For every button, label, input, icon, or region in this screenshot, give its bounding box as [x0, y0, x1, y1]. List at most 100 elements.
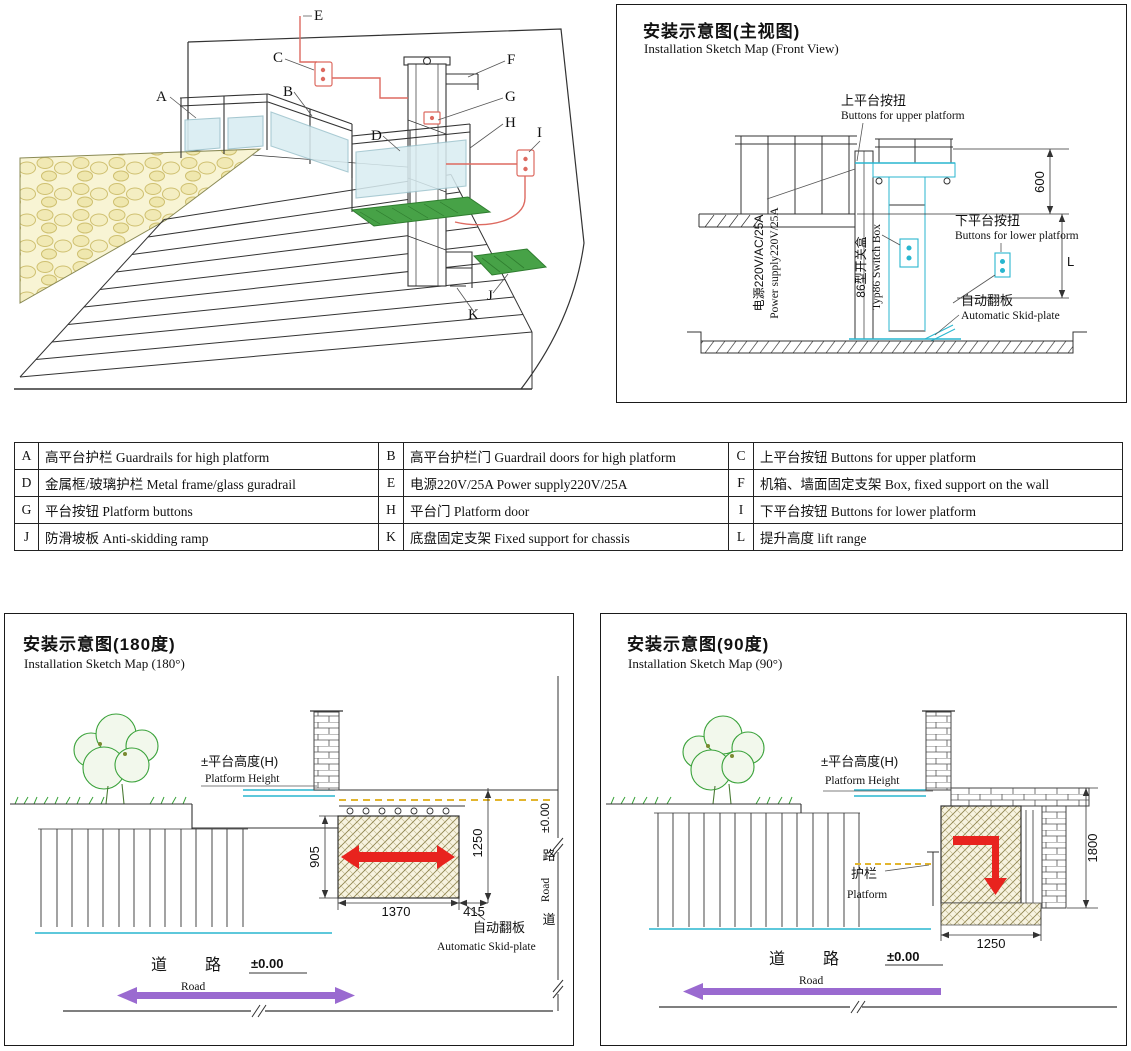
road-arrow [683, 983, 941, 1000]
road-marking [63, 972, 553, 1018]
travel-arrow [953, 836, 1007, 895]
dimensions-180 [319, 788, 492, 910]
road-side-line [552, 676, 564, 1011]
table-row: A 高平台护栏 Guardrails for high platform B 高… [14, 442, 1123, 470]
brick-column [310, 710, 343, 791]
dim-905: 905 [307, 846, 322, 868]
part-desc: 平台门 Platform door [403, 496, 729, 524]
platform-height-cn: ±平台高度(H) [201, 754, 278, 769]
part-desc: 平台按钮 Platform buttons [38, 496, 379, 524]
label-i: I [537, 125, 542, 141]
part-key: C [728, 442, 754, 470]
labels-180: ±平台高度(H) Platform Height 905 1250 1370 4… [151, 754, 556, 993]
road-elevation: ±0.00 [887, 949, 919, 964]
part-key: I [728, 496, 754, 524]
iso-leader-lines [169, 15, 541, 313]
retaining-wall-boards [38, 828, 248, 927]
upper-ground [10, 803, 338, 829]
label-f: F [507, 52, 515, 68]
lift-structure [849, 138, 961, 344]
part-key: J [14, 523, 39, 551]
platform-height-cn: ±平台高度(H) [821, 754, 898, 769]
power-label-en: Power supply220V/25A [769, 207, 781, 319]
label-g: G [505, 89, 516, 105]
iso-part-labels: A B C D E F G H I J K [156, 8, 542, 323]
dim-1250: 1250 [977, 936, 1006, 951]
skid-label-en: Automatic Skid-plate [961, 310, 1060, 322]
isometric-view: A B C D E F G H I J K [14, 8, 585, 390]
front-view-panel: 上平台按扭 Buttons for upper platform 下平台按扭 B… [616, 4, 1127, 403]
part-key: A [14, 442, 39, 470]
view-90-title: 安装示意图(90度) [627, 635, 770, 654]
high-platform-floor [19, 148, 262, 304]
upper-button-label-en: Buttons for upper platform [841, 110, 965, 122]
platform-floor-plate [350, 196, 492, 227]
lower-button-box [516, 149, 535, 177]
labels-90: ±平台高度(H) Platform Height 护栏 Platform 180… [769, 754, 1100, 987]
view-180-subtitle: Installation Sketch Map (180°) [24, 656, 185, 671]
road-label-cn: 道 路 [769, 950, 841, 968]
power-label-cn: 电源220V/AC/25A [752, 215, 766, 312]
table-row: J 防滑坡板 Anti-skidding ramp K 底盘固定支架 Fixed… [14, 523, 1123, 551]
upper-button-label-cn: 上平台按扭 [841, 93, 906, 108]
front-labels: 上平台按扭 Buttons for upper platform 下平台按扭 B… [752, 93, 1079, 322]
view-90-panel: ±平台高度(H) Platform Height 护栏 Platform 180… [600, 613, 1127, 1046]
road-marking [659, 964, 1117, 1014]
part-key: F [728, 469, 754, 497]
switch-label-cn: 86型开关盒 [853, 236, 868, 297]
part-key: D [14, 469, 39, 497]
platform-button-box [423, 111, 441, 125]
label-d: D [371, 128, 382, 144]
part-desc: 下平台按钮 Buttons for lower platform [753, 496, 1123, 524]
platform-deck [854, 789, 939, 906]
label-j: J [487, 288, 493, 304]
tree [73, 713, 159, 805]
table-row: D 金属框/玻璃护栏 Metal frame/glass guradrail E… [14, 469, 1123, 497]
switch-box [899, 238, 919, 268]
dim-600: 600 [1032, 171, 1047, 193]
lower-button-label-cn: 下平台按扭 [955, 213, 1020, 228]
part-desc: 底盘固定支架 Fixed support for chassis [403, 523, 729, 551]
guardrail-door-section [267, 93, 353, 178]
upper-ground [606, 803, 802, 813]
view-90-drawing: ±平台高度(H) Platform Height 护栏 Platform 180… [606, 710, 1117, 1014]
dim-1370: 1370 [382, 904, 411, 919]
grass [14, 796, 187, 805]
guardrail-high-platform [179, 93, 269, 158]
pit-hatch-strip [940, 902, 1042, 926]
part-desc: 金属框/玻璃护栏 Metal frame/glass guradrail [38, 469, 379, 497]
leaders-90 [823, 790, 933, 872]
dimensions-90 [940, 787, 1098, 941]
switch-label-en: Typ86 Switch Box [871, 224, 883, 310]
label-c: C [273, 50, 283, 66]
table-row: G 平台按钮 Platform buttons H 平台门 Platform d… [14, 496, 1123, 524]
anti-skid-ramp [472, 248, 548, 276]
tree [682, 715, 765, 805]
label-h: H [505, 115, 516, 131]
side-road-char-top: 路 [542, 848, 555, 863]
part-desc: 机箱、墙面固定支架 Box, fixed support on the wall [753, 469, 1123, 497]
part-key: L [728, 523, 754, 551]
lower-button-label-en: Buttons for lower platform [955, 230, 1079, 242]
skid-label-en: Automatic Skid-plate [437, 941, 536, 953]
ground-section [687, 331, 1087, 354]
front-dimensions [857, 148, 1069, 299]
view-180-panel: ±平台高度(H) Platform Height 905 1250 1370 4… [4, 613, 574, 1046]
side-road-char-bottom: 道 [542, 912, 555, 927]
front-view-subtitle: Installation Sketch Map (Front View) [644, 41, 839, 56]
road-label-en: Road [799, 975, 824, 987]
label-k: K [468, 307, 479, 323]
part-desc: 高平台护栏门 Guardrail doors for high platform [403, 442, 729, 470]
view-180-title: 安装示意图(180度) [23, 635, 176, 654]
travel-arrow [341, 845, 455, 869]
machine-box [940, 805, 1022, 904]
front-view-drawing: 上平台按扭 Buttons for upper platform 下平台按扭 B… [687, 93, 1087, 354]
road-elevation: ±0.00 [251, 956, 283, 971]
dim-415: 415 [463, 904, 485, 919]
lift-assembly [351, 56, 479, 288]
label-b: B [283, 84, 293, 100]
dim-1800: 1800 [1085, 834, 1100, 863]
part-key: E [378, 469, 404, 497]
part-key: H [378, 496, 404, 524]
view-180-drawing: ±平台高度(H) Platform Height 905 1250 1370 4… [10, 676, 564, 1018]
